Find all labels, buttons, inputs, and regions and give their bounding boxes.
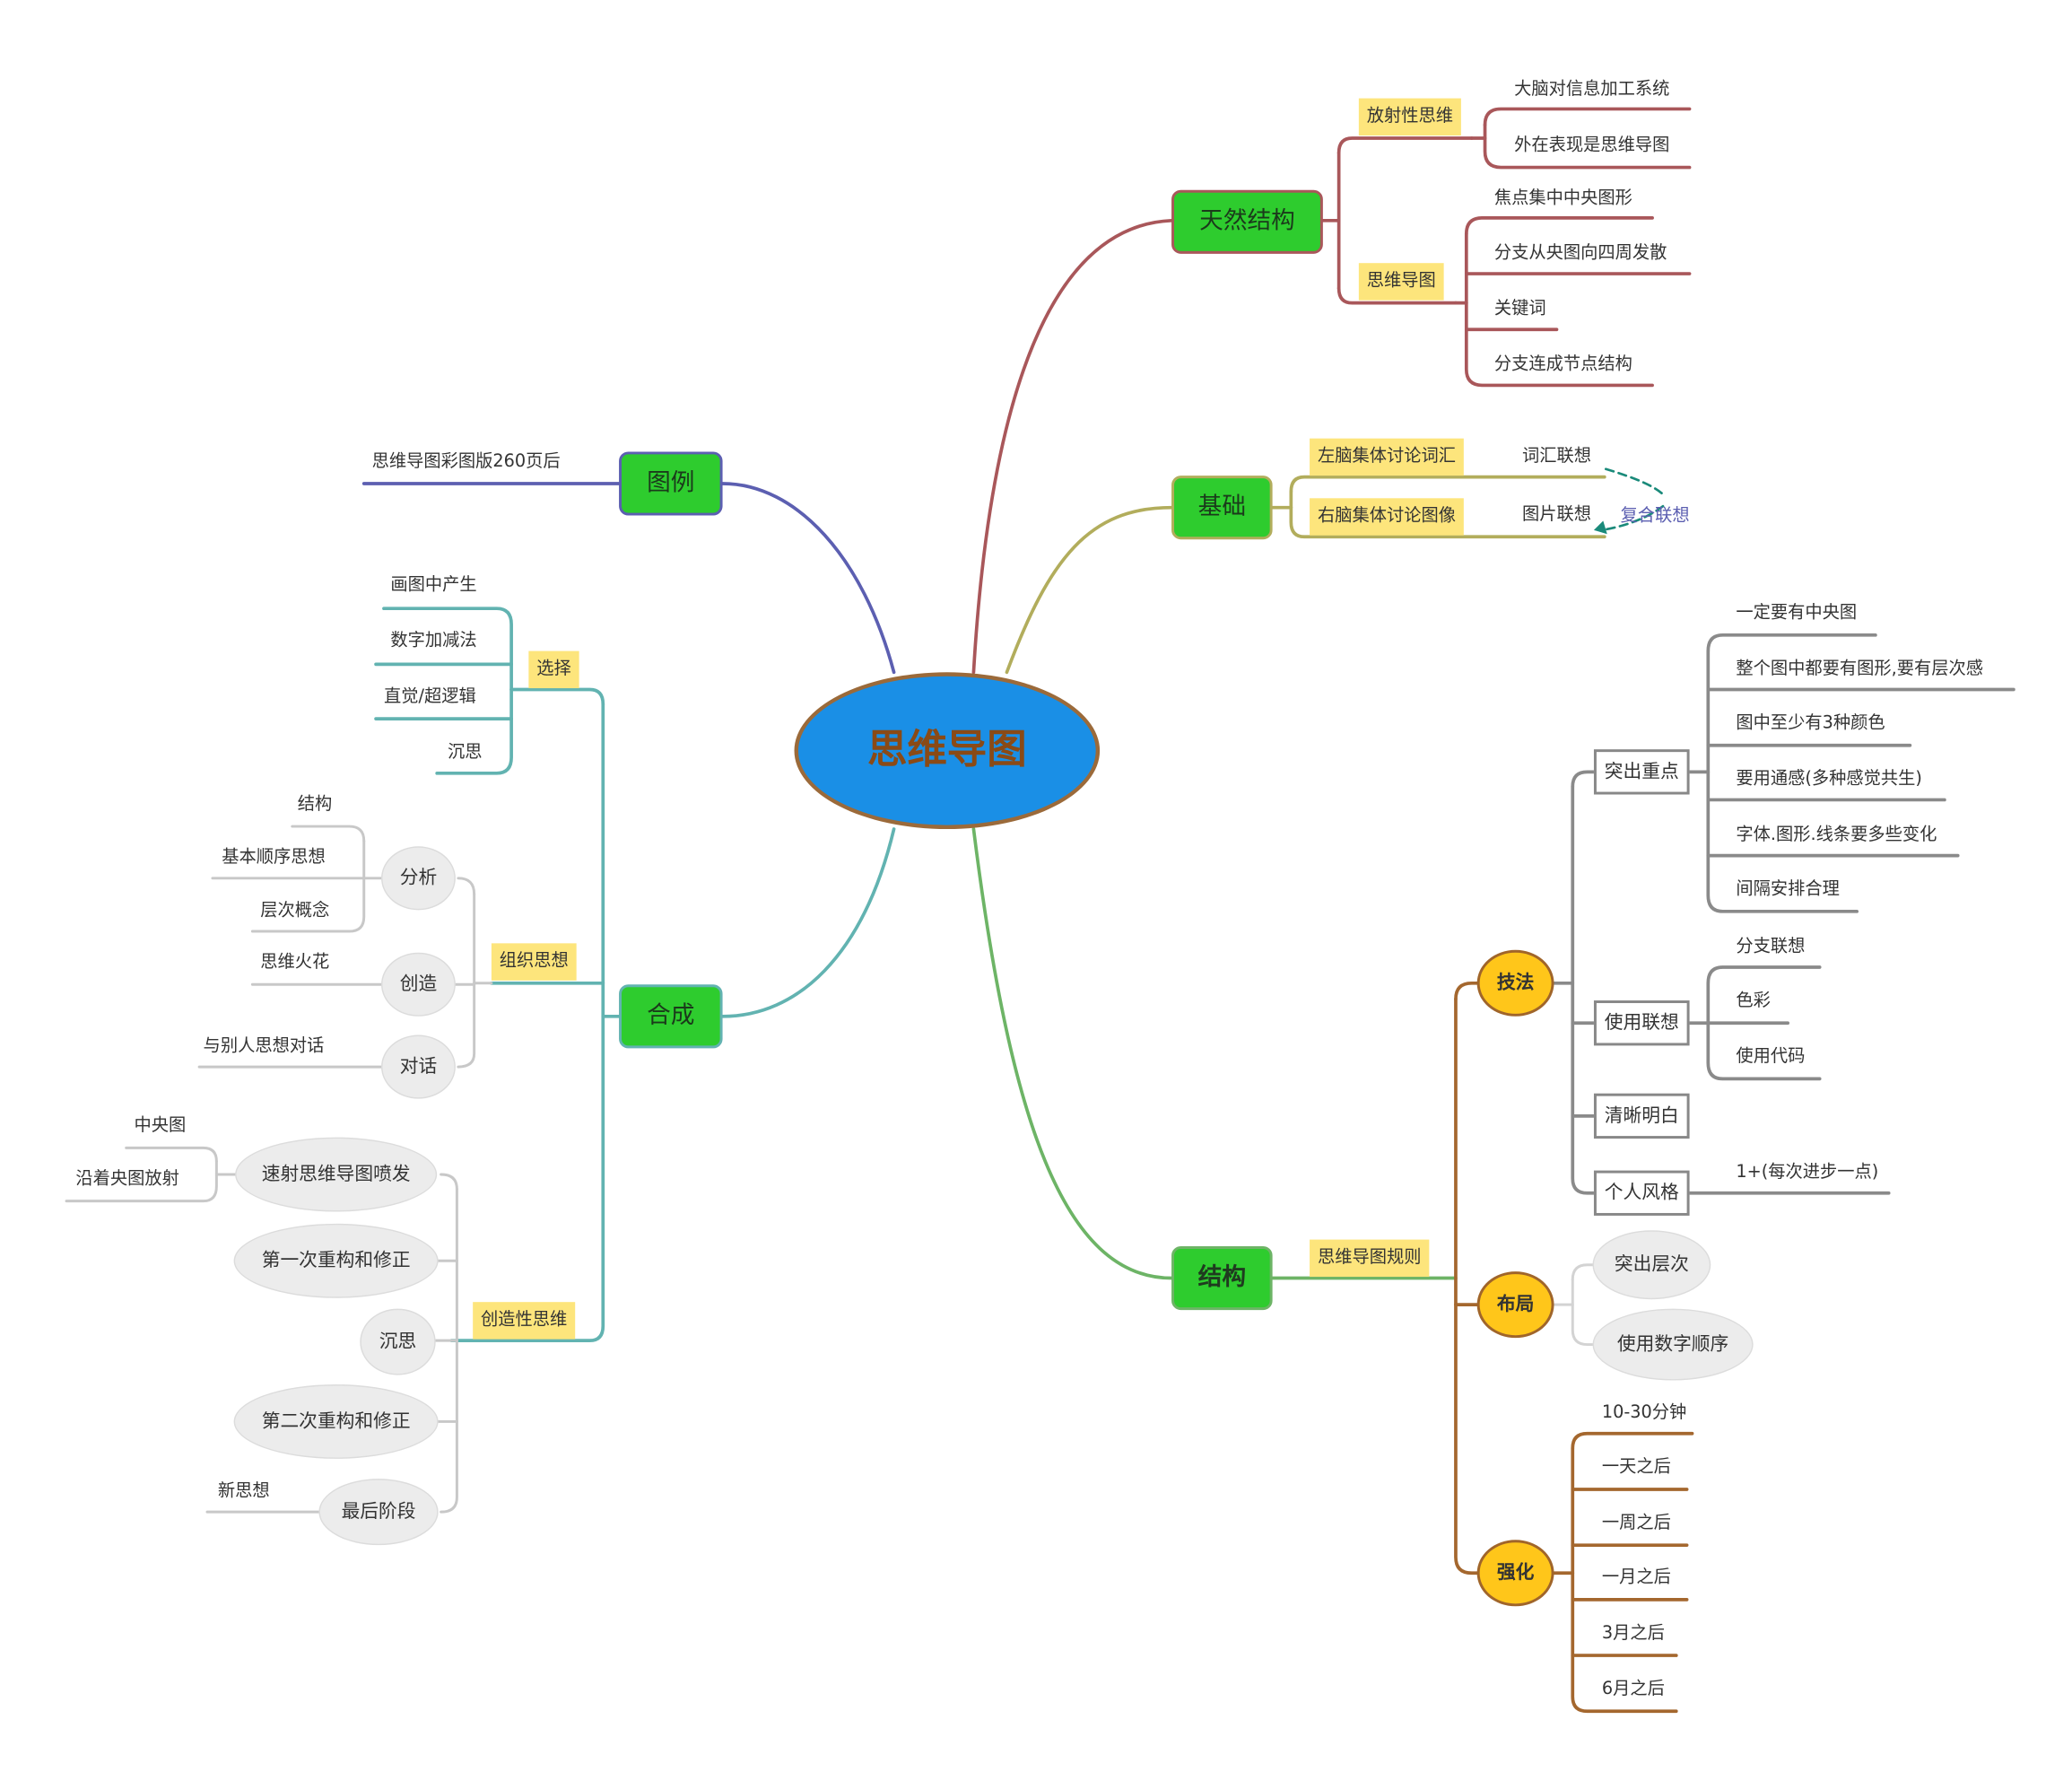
legend-note[interactable]: 思维导图彩图版260页后 bbox=[371, 451, 561, 472]
creative-ponder[interactable]: 沉思 bbox=[360, 1308, 436, 1375]
reinforce-item-6[interactable]: 6月之后 bbox=[1601, 1679, 1665, 1699]
topic-analyze[interactable]: 分析 bbox=[380, 846, 456, 911]
branch-structure[interactable]: 结构 bbox=[1171, 1245, 1273, 1311]
reinforce-item-5[interactable]: 3月之后 bbox=[1601, 1623, 1665, 1644]
mindmap-item-2[interactable]: 分支从央图向四周发散 bbox=[1493, 242, 1667, 264]
choose-item-4[interactable]: 沉思 bbox=[448, 742, 483, 763]
highlight-item-1[interactable]: 一定要有中央图 bbox=[1736, 603, 1858, 624]
technique-clear[interactable]: 清晰明白 bbox=[1593, 1093, 1690, 1139]
technique-highlight[interactable]: 突出重点 bbox=[1593, 749, 1690, 795]
branch-natural-structure[interactable]: 天然结构 bbox=[1171, 189, 1323, 254]
dialog-item-1[interactable]: 与别人思想对话 bbox=[203, 1036, 325, 1057]
analyze-item-3[interactable]: 层次概念 bbox=[260, 900, 330, 921]
mindmap-item-4[interactable]: 分支连成节点结构 bbox=[1493, 354, 1632, 375]
topic-mindmap-rules[interactable]: 思维导图规则 bbox=[1310, 1239, 1430, 1278]
highlight-item-6[interactable]: 间隔安排合理 bbox=[1736, 879, 1840, 900]
association-item-2[interactable]: 色彩 bbox=[1736, 991, 1771, 1011]
analyze-item-1[interactable]: 结构 bbox=[297, 794, 333, 815]
final-item-1[interactable]: 新思想 bbox=[217, 1481, 270, 1502]
topic-reinforce[interactable]: 强化 bbox=[1476, 1540, 1554, 1607]
topic-choose[interactable]: 选择 bbox=[528, 650, 579, 689]
mindmap-item-3[interactable]: 关键词 bbox=[1493, 299, 1546, 319]
topic-create[interactable]: 创造 bbox=[380, 952, 456, 1017]
topic-organize[interactable]: 组织思想 bbox=[491, 943, 577, 981]
highlight-item-4[interactable]: 要用通感(多种感觉共生) bbox=[1736, 769, 1922, 790]
reinforce-item-4[interactable]: 一月之后 bbox=[1601, 1567, 1671, 1588]
right-brain-item[interactable]: 图片联想 bbox=[1521, 504, 1592, 525]
creative-first-revision[interactable]: 第一次重构和修正 bbox=[233, 1223, 439, 1298]
mindmap-item-1[interactable]: 焦点集中中央图形 bbox=[1493, 188, 1632, 209]
highlight-item-3[interactable]: 图中至少有3种颜色 bbox=[1736, 713, 1885, 734]
branch-synthesis[interactable]: 合成 bbox=[619, 984, 723, 1049]
create-item-1[interactable]: 思维火花 bbox=[260, 952, 330, 973]
reinforce-item-2[interactable]: 一天之后 bbox=[1601, 1457, 1671, 1478]
style-item-1[interactable]: 1+(每次进步一点) bbox=[1736, 1162, 1879, 1183]
burst-item-1[interactable]: 中央图 bbox=[134, 1115, 187, 1137]
radial-item-1[interactable]: 大脑对信息加工系统 bbox=[1514, 79, 1670, 100]
topic-creative-thinking[interactable]: 创造性思维 bbox=[473, 1302, 576, 1340]
technique-style[interactable]: 个人风格 bbox=[1593, 1170, 1690, 1216]
reinforce-item-1[interactable]: 10-30分钟 bbox=[1601, 1402, 1687, 1423]
left-brain-item[interactable]: 词汇联想 bbox=[1521, 446, 1592, 467]
analyze-item-2[interactable]: 基本顺序思想 bbox=[222, 847, 326, 868]
burst-item-2[interactable]: 沿着央图放射 bbox=[75, 1169, 179, 1190]
topic-technique[interactable]: 技法 bbox=[1476, 949, 1554, 1017]
choose-item-2[interactable]: 数字加减法 bbox=[390, 631, 477, 651]
topic-mindmap[interactable]: 思维导图 bbox=[1358, 263, 1444, 301]
choose-item-3[interactable]: 直觉/超逻辑 bbox=[383, 686, 476, 707]
technique-association[interactable]: 使用联想 bbox=[1593, 1000, 1690, 1046]
highlight-item-5[interactable]: 字体.图形.线条要多些变化 bbox=[1736, 825, 1937, 845]
topic-left-brain[interactable]: 左脑集体讨论词汇 bbox=[1310, 438, 1464, 476]
topic-dialog[interactable]: 对话 bbox=[380, 1034, 456, 1099]
association-item-1[interactable]: 分支联想 bbox=[1736, 936, 1806, 957]
reinforce-item-3[interactable]: 一周之后 bbox=[1601, 1513, 1671, 1533]
highlight-item-2[interactable]: 整个图中都要有图形,要有层次感 bbox=[1736, 659, 1984, 679]
layout-item-2[interactable]: 使用数字顺序 bbox=[1592, 1308, 1754, 1381]
branch-basis[interactable]: 基础 bbox=[1171, 476, 1273, 540]
creative-second-revision[interactable]: 第二次重构和修正 bbox=[233, 1384, 439, 1459]
topic-right-brain[interactable]: 右脑集体讨论图像 bbox=[1310, 498, 1464, 536]
compound-association-label[interactable]: 复合联想 bbox=[1620, 506, 1690, 527]
central-topic[interactable]: 思维导图 bbox=[794, 672, 1101, 830]
creative-burst[interactable]: 速射思维导图喷发 bbox=[235, 1137, 438, 1212]
choose-item-1[interactable]: 画图中产生 bbox=[390, 575, 477, 596]
branch-legend[interactable]: 图例 bbox=[619, 451, 723, 516]
creative-final-stage[interactable]: 最后阶段 bbox=[318, 1479, 439, 1546]
topic-radial-thinking[interactable]: 放射性思维 bbox=[1358, 98, 1461, 136]
topic-layout[interactable]: 布局 bbox=[1476, 1271, 1554, 1339]
association-item-3[interactable]: 使用代码 bbox=[1736, 1046, 1806, 1068]
layout-item-1[interactable]: 突出层次 bbox=[1592, 1230, 1711, 1300]
radial-item-2[interactable]: 外在表现是思维导图 bbox=[1514, 135, 1670, 156]
